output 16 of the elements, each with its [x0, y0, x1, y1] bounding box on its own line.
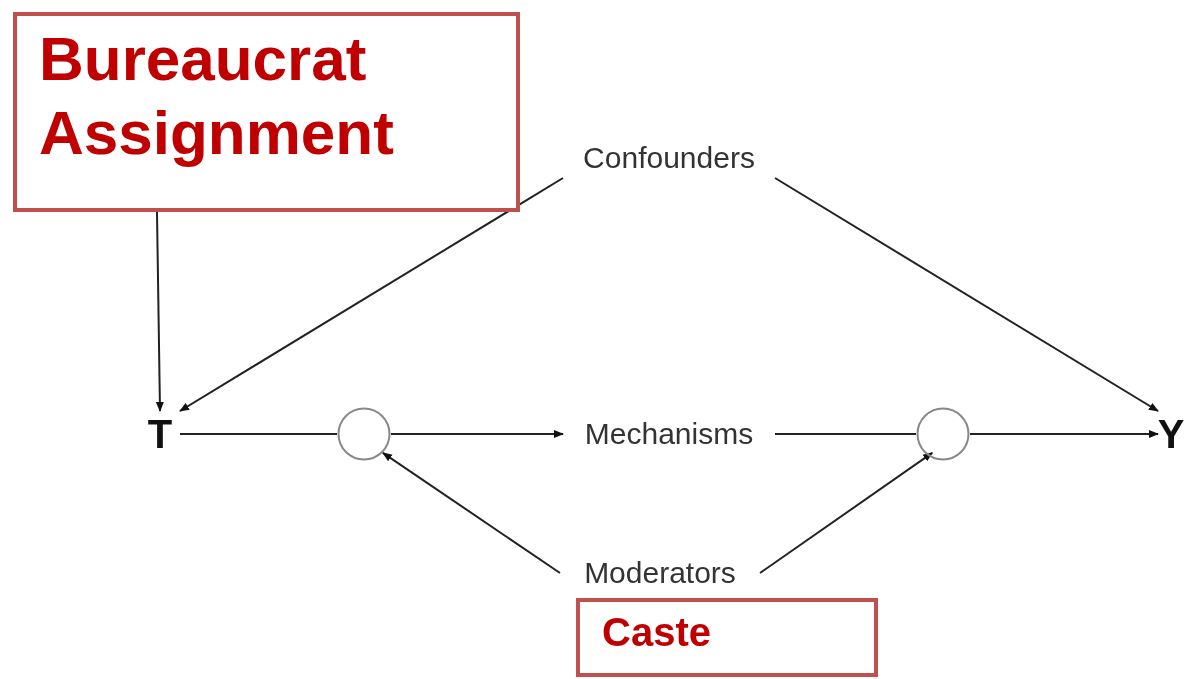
node-label: Mechanisms [563, 413, 775, 455]
arrow [774, 177, 1159, 412]
box-label: Bureaucrat Assignment [39, 23, 395, 170]
box-label: Caste [602, 609, 712, 656]
arrow [381, 451, 561, 574]
variable-label: Y [1158, 411, 1184, 457]
arrow [155, 211, 164, 412]
node-label: Moderators [560, 553, 760, 593]
arrow [179, 177, 564, 412]
node-label: Confounders [563, 138, 775, 178]
highlight-box [576, 598, 878, 677]
arrow [759, 451, 934, 574]
arrow [969, 430, 1159, 438]
variable-label: T [140, 411, 180, 457]
arrow [390, 430, 564, 438]
highlight-box [13, 12, 520, 212]
